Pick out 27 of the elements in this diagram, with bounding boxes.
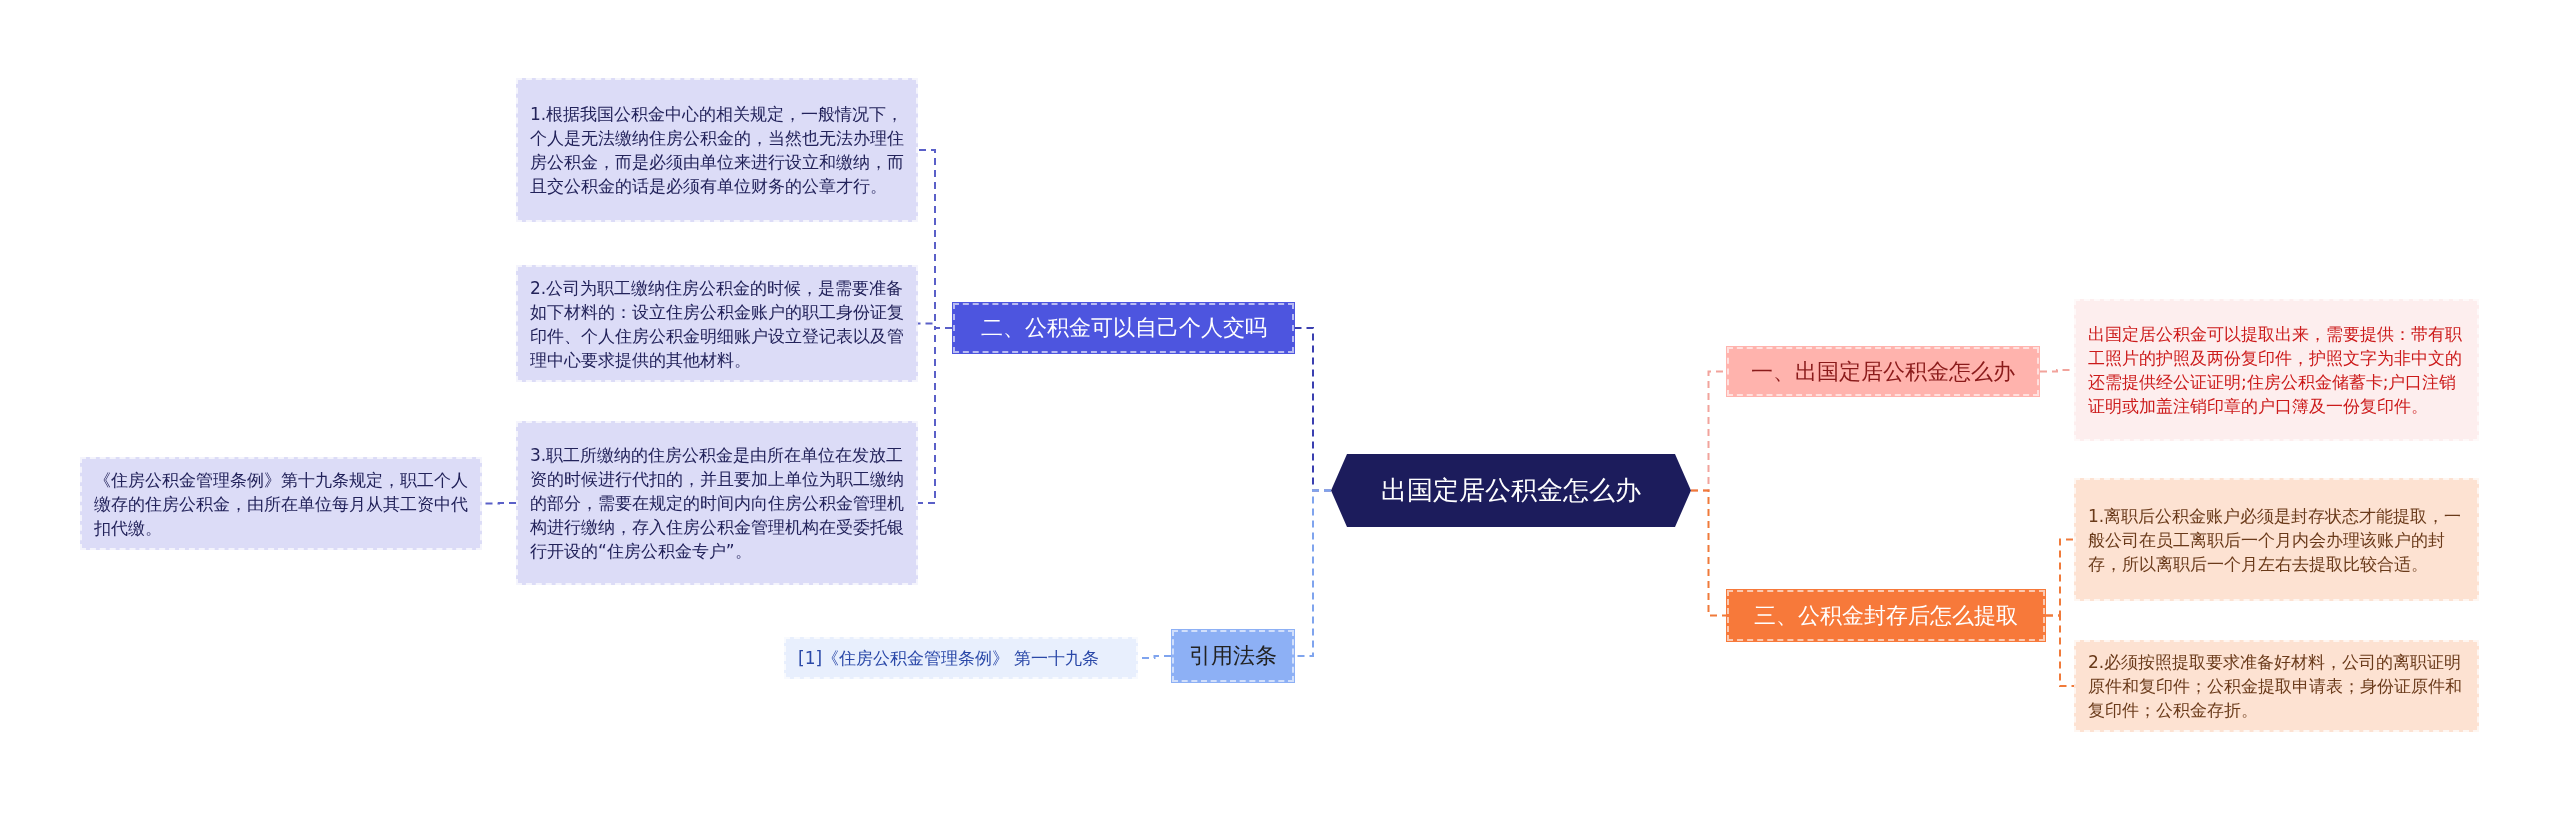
topic-label: 一、出国定居公积金怎么办 (1751, 357, 2015, 386)
topic-label: 二、公积金可以自己个人交吗 (980, 314, 1267, 342)
note-box (2074, 478, 2479, 601)
topic-label: 三、公积金封存后怎么提取 (1754, 601, 2018, 630)
note-box (516, 421, 918, 585)
topic-box (1171, 629, 1295, 683)
note-box (516, 265, 918, 382)
connector-line (2045, 614, 2075, 687)
connector-line (917, 327, 953, 504)
note-text: 1.离职后公积金账户必须是封存状态才能提取，一般公司在员工离职后一个月内会办理该账户的封存，所以离职后一个月左右去提取比较合适。 (2088, 504, 2463, 576)
note-box (80, 457, 482, 550)
note-text: 2.公司为职工缴纳住房公积金的时候，是需要准备如下材料的：设立住房公积金账户的职工身份证复印件、个人住房公积金明细账户设立登记表以及管理中心要求提供的其他材料。 (530, 276, 904, 372)
topic-box (1726, 589, 2046, 642)
topic-label: 出国定居公积金怎么办 (1381, 474, 1641, 507)
connector-line (1690, 489, 1727, 617)
root-topic (1331, 454, 1691, 527)
note-text: [1]《住房公积金管理条例》 第一十九条 (798, 647, 1100, 670)
note-box (2074, 640, 2479, 732)
topic-box (1726, 346, 2040, 397)
topic-box (952, 302, 1295, 354)
topic-label: 引用法条 (1189, 642, 1277, 670)
note-box (516, 78, 918, 222)
note-text: 2.必须按照提取要求准备好材料，公司的离职证明原件和复印件；公积金提取申请表；身份证原件和复印件；公积金存折。 (2088, 651, 2463, 722)
note-text: 出国定居公积金可以提取出来，需要提供：带有职工照片的护照及两份复印件，护照文字为非中文的还需提供经公证证明;住房公积金储蓄卡;户口注销证明或加盖注销印章的户口簿及一份复印件。 (2088, 323, 2463, 418)
note-text: 《住房公积金管理条例》第十九条规定，职工个人缴存的住房公积金，由所在单位每月从其工资中代扣代缴。 (94, 468, 468, 540)
note-text: 1.根据我国公积金中心的相关规定，一般情况下，个人是无法缴纳住房公积金的，当然也无法办理住房公积金，而是必须由单位来进行设立和缴纳，而且交公积金的话是必须有单位财务的公章才行。 (530, 103, 904, 198)
note-text: 3.职工所缴纳的住房公积金是由所在单位在发放工资的时候进行代扣的，并且要加上单位为职工缴纳的部分，需要在规定的时间内向住房公积金管理机构进行缴纳，存入住房公积金管理机构在受委托银行开设的“住房公积金专户”。 (530, 444, 904, 563)
